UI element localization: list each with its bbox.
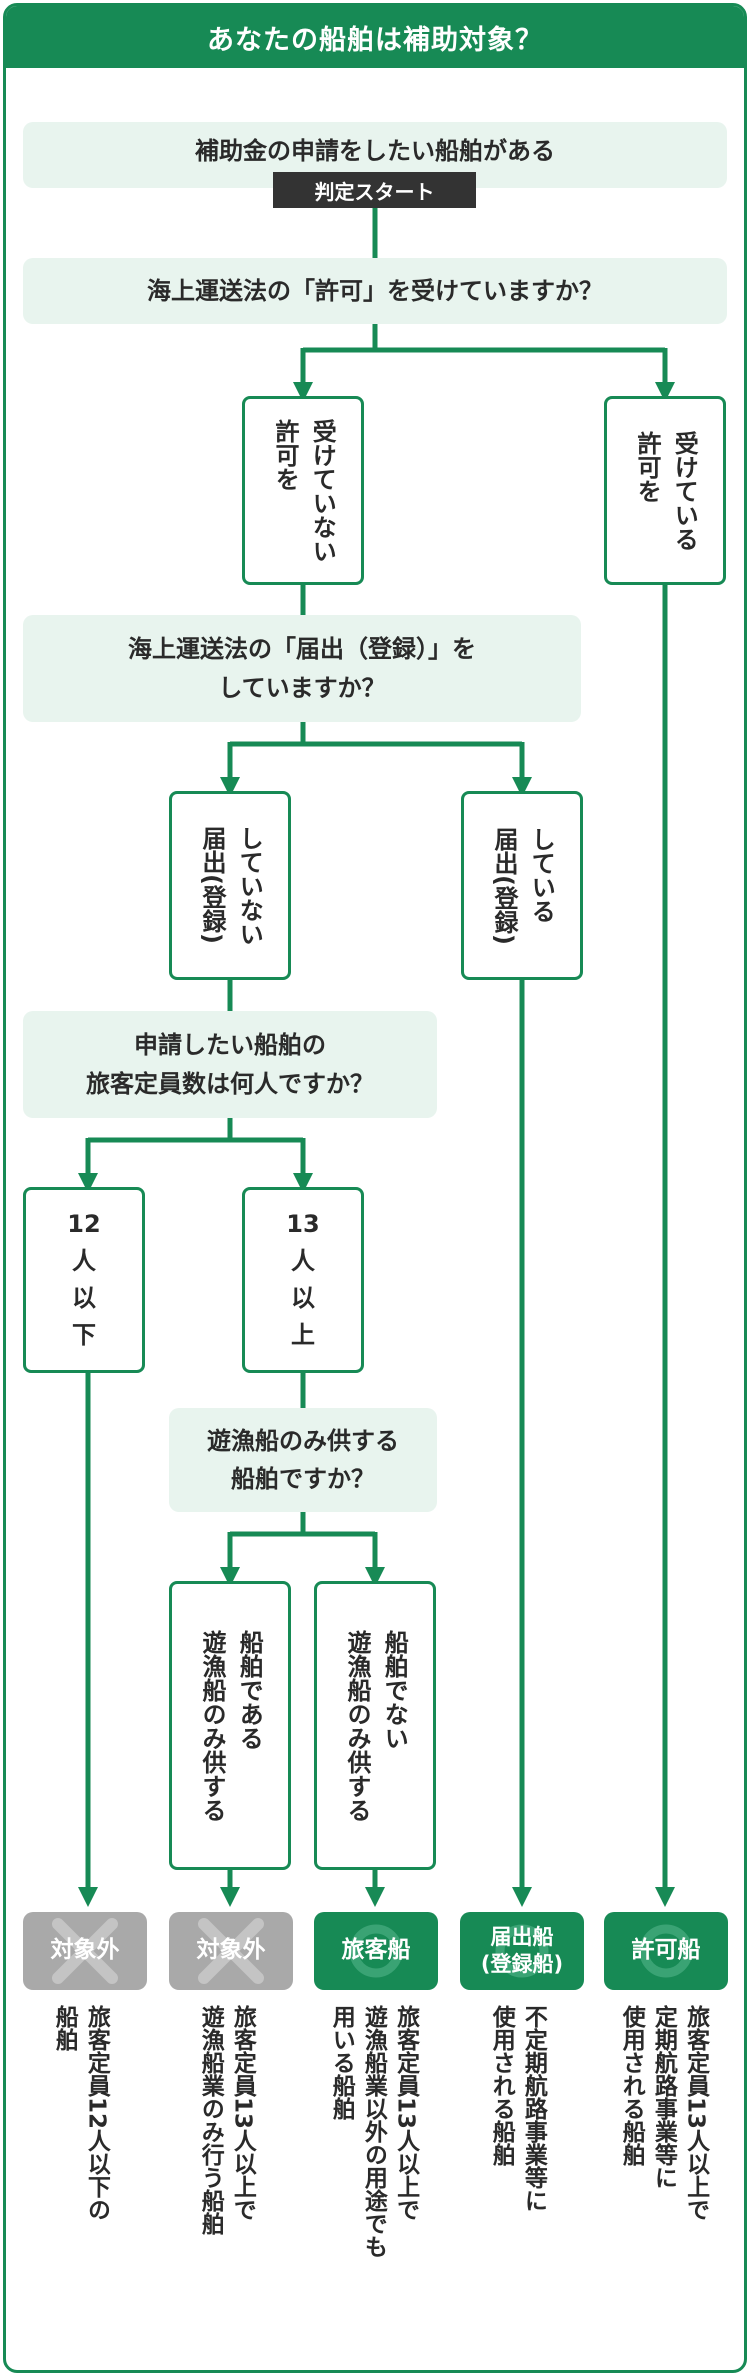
result-excluded-2: 対象外	[169, 1912, 293, 1990]
start-question: 補助金の申請をしたい船舶がある	[195, 137, 555, 165]
question-notification-line2: していますか？	[218, 673, 386, 702]
answer-fishing-no-label: 船舶でない 遊漁船のみ供する	[343, 1629, 409, 1822]
result-excluded-1: 対象外	[23, 1912, 147, 1990]
question-capacity: 申請したい船舶の 旅客定員数は何人ですか？	[23, 1011, 437, 1118]
answer-permit-yes-label: 受けている 許可を	[633, 430, 699, 551]
result-passenger-ship-label: 旅客船	[341, 1937, 411, 1964]
result-excluded-1-description: 旅客定員12人以下の 船舶	[51, 2005, 110, 2222]
answer-permit-yes[interactable]: 受けている 許可を	[604, 396, 726, 585]
result-passenger-ship: 旅客船	[314, 1912, 438, 1990]
question-fishing-line1: 遊漁船のみ供する	[207, 1426, 399, 1455]
answer-12-or-less[interactable]: 12 人 以 下	[23, 1187, 145, 1373]
result-notified-ship: 届出船 (登録船)	[460, 1912, 584, 1990]
question-capacity-line2: 旅客定員数は何人ですか？	[86, 1069, 374, 1098]
answer-12-or-less-label: 12 人 以 下	[67, 1209, 101, 1350]
answer-notification-no[interactable]: していない 届出(登録)	[169, 791, 291, 980]
answer-notification-yes[interactable]: している 届出(登録)	[461, 791, 583, 980]
answer-permit-no-label: 受けていない 許可を	[271, 418, 337, 563]
answer-fishing-yes[interactable]: 船舶である 遊漁船のみ供する	[169, 1581, 291, 1870]
circle-icon	[349, 1924, 403, 1978]
question-notification-line1: 海上運送法の「届出（登録）」を	[128, 635, 476, 664]
answer-permit-no[interactable]: 受けていない 許可を	[242, 396, 364, 585]
result-excluded-2-label: 対象外	[196, 1937, 266, 1964]
answer-13-or-more[interactable]: 13 人 以 上	[242, 1187, 364, 1373]
circle-icon	[639, 1924, 693, 1978]
answer-13-or-more-label: 13 人 以 上	[286, 1209, 320, 1350]
result-notified-ship-description: 不定期航路事業等に 使用される船舶	[488, 2005, 547, 2212]
start-tag: 判定スタート	[273, 172, 476, 208]
result-permitted-ship: 許可船	[604, 1912, 728, 1990]
answer-notification-no-label: していない 届出(登録)	[198, 825, 264, 946]
answer-fishing-no[interactable]: 船舶でない 遊漁船のみ供する	[314, 1581, 436, 1870]
result-excluded-2-description: 旅客定員13人以上で 遊漁船業のみ行う船舶	[197, 2005, 256, 2235]
question-permit: 海上運送法の「許可」を受けていますか？	[23, 258, 727, 324]
result-permitted-ship-label: 許可船	[631, 1937, 701, 1964]
result-excluded-1-label: 対象外	[50, 1937, 120, 1964]
result-permitted-ship-description: 旅客定員13人以上で 定期航路事業等に 使用される船舶	[618, 2005, 709, 2222]
result-notified-ship-label: 届出船 (登録船)	[480, 1924, 564, 1976]
cross-icon	[52, 1918, 118, 1984]
question-permit-text: 海上運送法の「許可」を受けていますか？	[147, 276, 603, 305]
question-capacity-line1: 申請したい船舶の	[134, 1031, 326, 1060]
cross-icon	[198, 1918, 264, 1984]
answer-fishing-yes-label: 船舶である 遊漁船のみ供する	[198, 1629, 264, 1822]
result-passenger-ship-description: 旅客定員13人以上で 遊漁船業以外の用途でも 用いる船舶	[328, 2005, 419, 2258]
question-fishing: 遊漁船のみ供する 船舶ですか？	[169, 1408, 437, 1512]
circle-icon	[495, 1924, 549, 1978]
answer-notification-yes-label: している 届出(登録)	[490, 826, 556, 945]
page-title: あなたの船舶は補助対象？	[6, 6, 744, 68]
question-fishing-line2: 船舶ですか？	[231, 1465, 375, 1493]
question-notification: 海上運送法の「届出（登録）」を していますか？	[23, 615, 581, 722]
